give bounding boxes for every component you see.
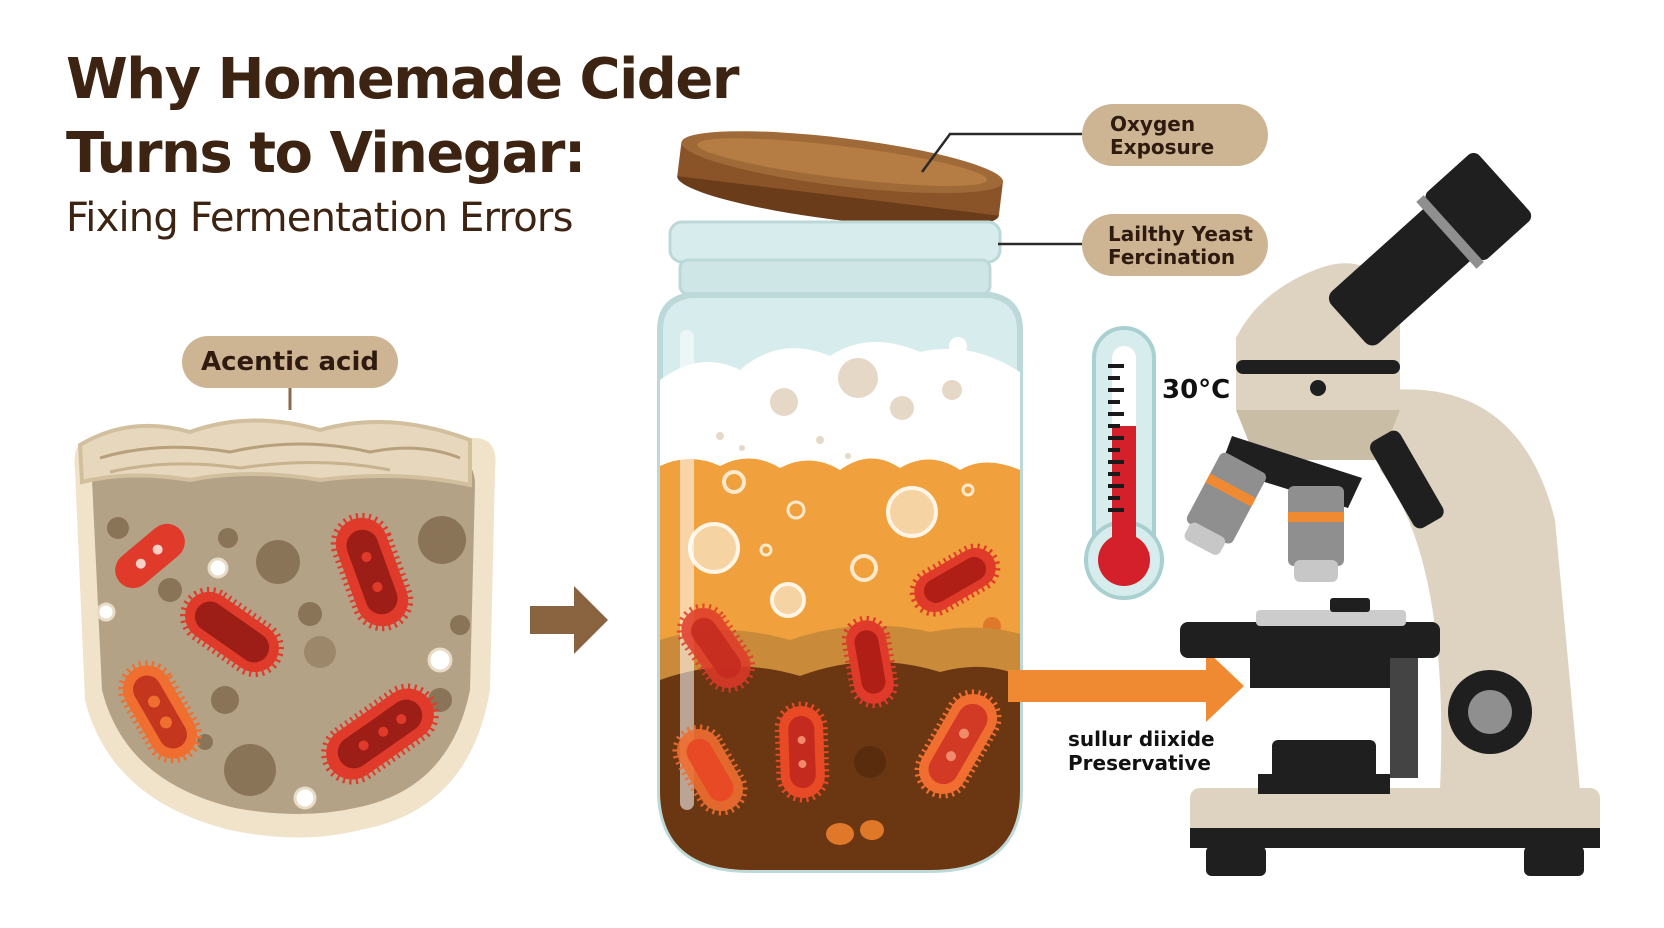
page-title-line-2: Turns to Vinegar:: [66, 121, 586, 186]
oxygen-callout: Oxygen Exposure: [920, 104, 1268, 173]
sulfur-label-line1: sullur diixide: [1068, 727, 1215, 751]
oxygen-label-line2: Exposure: [1110, 135, 1214, 159]
acetic-label: Acentic acid: [201, 347, 379, 377]
thermometer-icon: 30°C: [1084, 326, 1230, 600]
bacteria-icon: [914, 689, 1002, 799]
jar-icon: [657, 220, 1023, 873]
arrow-right-icon: [1008, 650, 1244, 722]
bacteria-icon: [321, 683, 439, 785]
bacteria-icon: [118, 660, 202, 764]
bacteria-icon: [330, 512, 414, 632]
bacteria-icon: [115, 523, 185, 589]
oxygen-label-line1: Oxygen: [1110, 112, 1195, 136]
bacteria-group-jar: [672, 543, 1002, 816]
acetic-label-pill: Acentic acid: [182, 336, 398, 410]
yeast-callout: Lailthy Yeast Fercination: [998, 214, 1268, 276]
arrow-right-icon: [530, 586, 608, 654]
bacteria-icon: [672, 724, 748, 816]
page-subtitle: Fixing Fermentation Errors: [66, 195, 573, 241]
bacteria-icon: [180, 586, 284, 678]
page-title-line-1: Why Homemade Cider: [66, 47, 740, 112]
microscope-icon: [1180, 152, 1600, 876]
bacteria-icon: [841, 615, 899, 709]
yeast-label-line1: Lailthy Yeast: [1108, 222, 1253, 246]
bacteria-icon: [909, 543, 1001, 617]
bacteria-icon: [676, 603, 756, 693]
bacteria-culture-blob: [74, 418, 496, 838]
sulfur-label-line2: Preservative: [1068, 751, 1211, 775]
yeast-label-line2: Fercination: [1108, 245, 1235, 269]
bacteria-group-left: [115, 512, 439, 785]
sulfur-label: sullur diixide Preservative: [1068, 727, 1215, 775]
bacteria-icon: [774, 701, 830, 803]
jar-lid-icon: [677, 131, 1004, 227]
temperature-label: 30°C: [1162, 375, 1230, 405]
